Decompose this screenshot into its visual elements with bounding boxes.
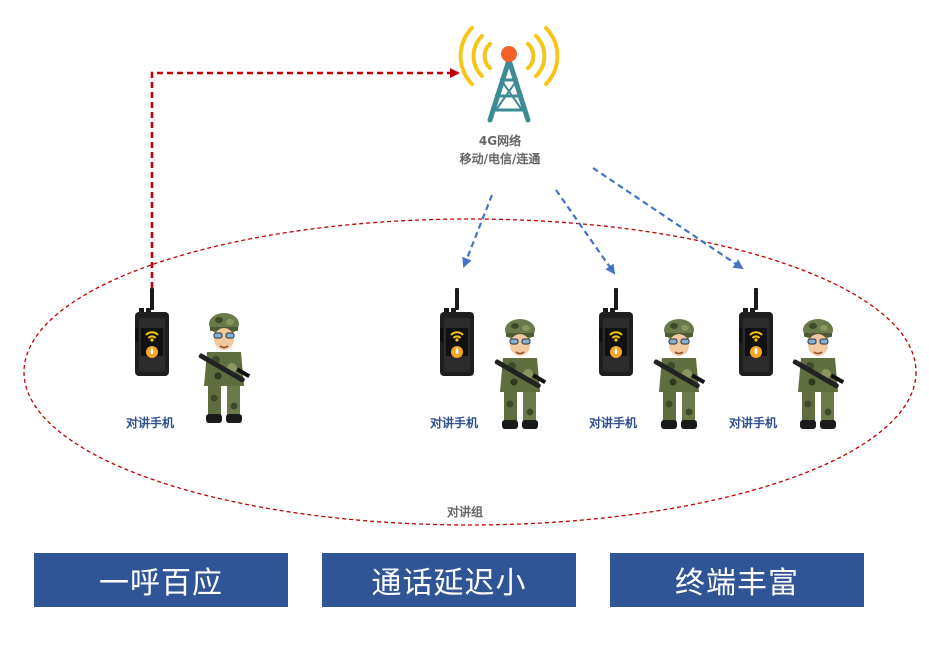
- carrier-label: 移动/电信/连通: [459, 152, 541, 166]
- radio-label-4: 对讲手机: [728, 416, 777, 430]
- talk-group-label: 对讲组: [446, 505, 483, 519]
- feature-box-3: 终端丰富: [610, 553, 864, 607]
- downlink-arrow-1: [462, 194, 494, 268]
- network-type-label: 4G网络: [478, 134, 522, 148]
- radio-handset-icon-4: [738, 287, 774, 377]
- soldier-icon-1: [197, 312, 251, 424]
- radio-handset-icon-2: [439, 287, 475, 377]
- uplink-arrow: [150, 68, 460, 288]
- radio-label-3: 对讲手机: [588, 416, 637, 430]
- talk-group-boundary: [23, 218, 917, 526]
- downlink-arrow-3: [592, 167, 744, 270]
- radio-label-1: 对讲手机: [125, 416, 174, 430]
- radio-handset-icon-1: [134, 287, 170, 377]
- soldier-icon-3: [652, 318, 706, 430]
- cell-tower-icon: [458, 26, 560, 123]
- radio-handset-icon-3: [598, 287, 634, 377]
- downlink-arrow-2: [555, 189, 616, 275]
- feature-box-1: 一呼百应: [34, 553, 288, 607]
- soldier-icon-2: [493, 318, 547, 430]
- feature-box-2: 通话延迟小: [322, 553, 576, 607]
- soldier-icon-4: [791, 318, 845, 430]
- radio-label-2: 对讲手机: [429, 416, 478, 430]
